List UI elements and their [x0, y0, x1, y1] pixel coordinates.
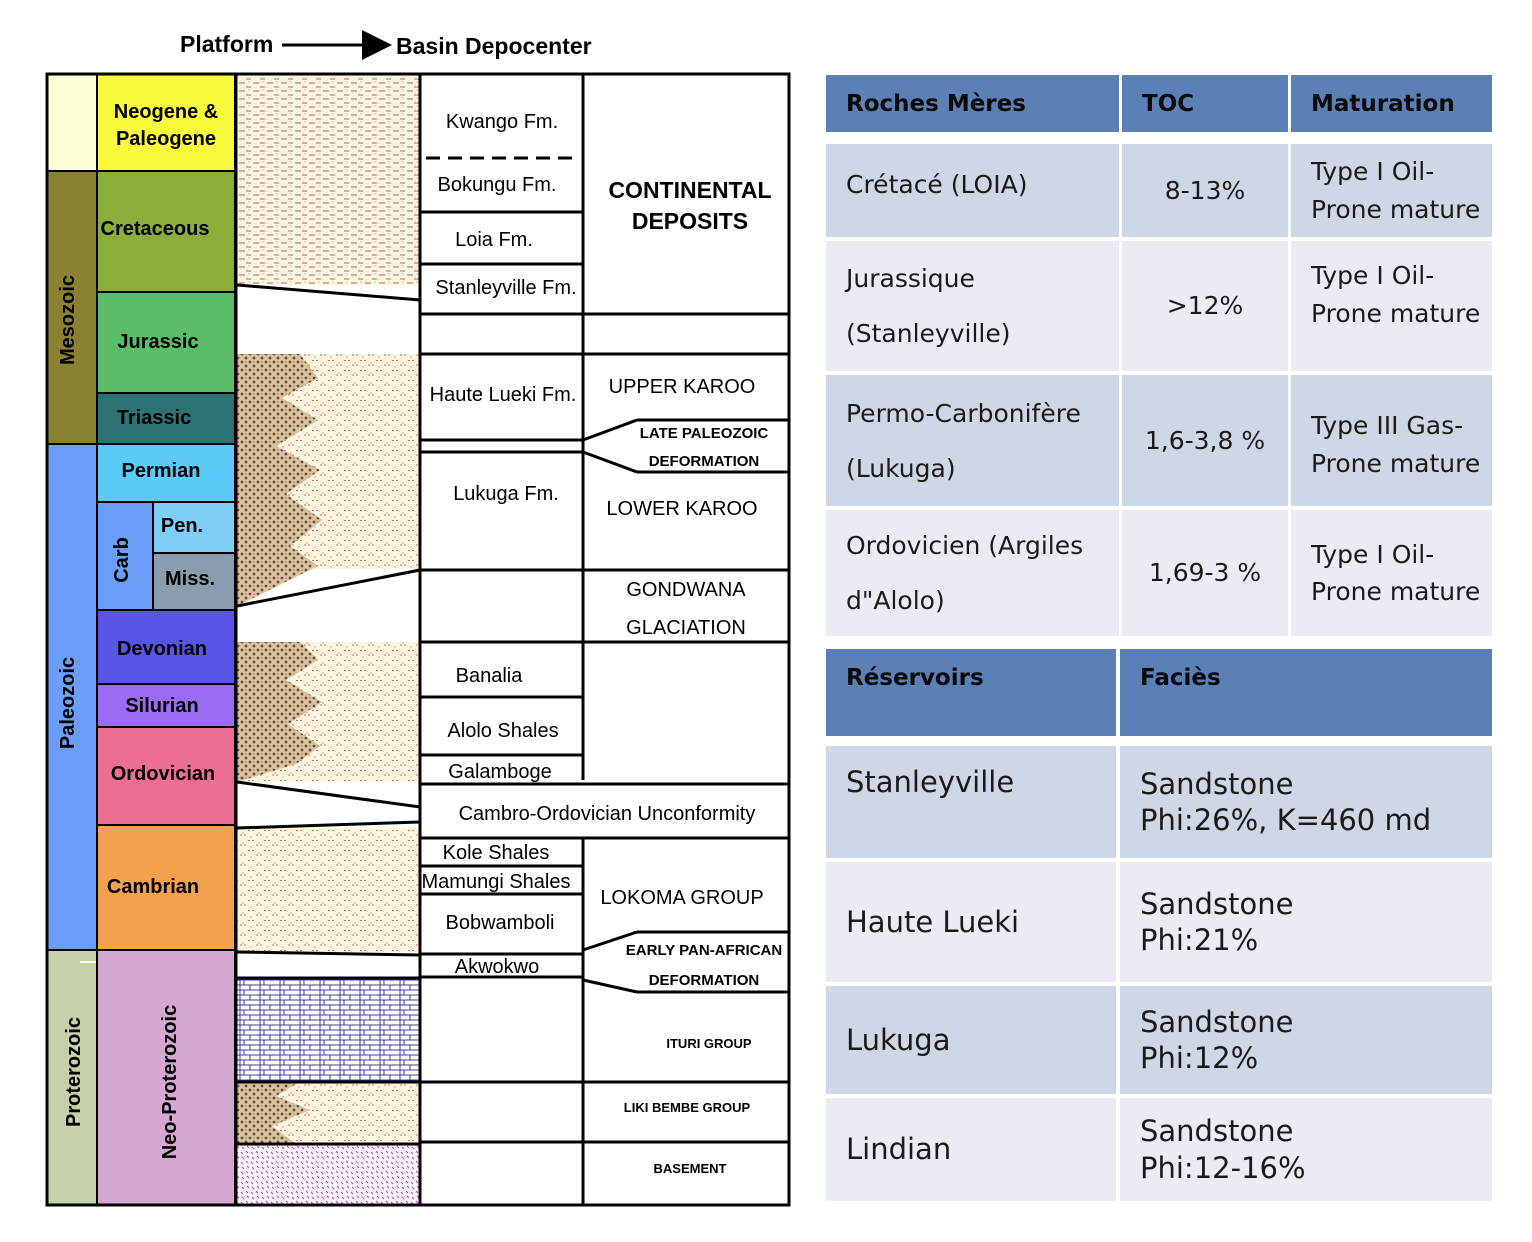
- formation-banalia: Banalia: [456, 665, 524, 687]
- source-rock-name: Permo-Carbonifère (Lukuga): [826, 375, 1119, 506]
- facies-lithology: Sandstone: [1140, 1114, 1294, 1149]
- period-triassic: Triassic: [117, 407, 192, 429]
- facies-lithology: Sandstone: [1140, 1004, 1294, 1039]
- period-jurassic: Jurassic: [117, 331, 198, 353]
- group-upper-karoo: UPPER KAROO: [609, 376, 756, 398]
- group-continental-2: DEPOSITS: [632, 208, 748, 234]
- lithology-column: [236, 74, 421, 1205]
- formation-lukuga: Lukuga Fm.: [453, 483, 559, 505]
- period-permian: Permian: [122, 460, 201, 482]
- facies-properties: Phi:21%: [1140, 923, 1259, 957]
- platform-label: Platform: [180, 31, 273, 57]
- event-early-panafrican-1: EARLY PAN-AFRICAN: [626, 942, 782, 959]
- period-cambrian: Cambrian: [107, 876, 199, 898]
- header-roches-meres: Roches Mères: [826, 75, 1119, 132]
- formation-bobwamboli: Bobwamboli: [446, 912, 555, 934]
- formation-alolo: Alolo Shales: [447, 720, 558, 742]
- group-liki-bembe: LIKI BEMBE GROUP: [624, 1100, 751, 1115]
- facies-properties: Phi:12%: [1140, 1041, 1259, 1075]
- source-rock-name: Jurassique (Stanleyville): [826, 241, 1119, 371]
- formation-akwokwo: Akwokwo: [455, 956, 539, 978]
- event-gondwana-1: GONDWANA: [626, 579, 746, 601]
- formation-boundaries: [420, 156, 789, 1144]
- group-labels: CONTINENTAL DEPOSITS UPPER KAROO LATE PA…: [600, 177, 782, 1176]
- formation-bokungu: Bokungu Fm.: [438, 174, 557, 196]
- era-proterozoic: Proterozoic: [63, 1017, 85, 1127]
- event-late-paleozoic-2: DEFORMATION: [649, 453, 760, 470]
- reservoir-facies: Sandstone Phi:21%: [1120, 862, 1492, 982]
- reservoir-facies: Sandstone Phi:12%: [1120, 986, 1492, 1094]
- era-mesozoic: Mesozoic: [57, 275, 79, 365]
- period-ordovician: Ordovician: [111, 763, 215, 785]
- facies-lithology: Sandstone: [1140, 886, 1294, 921]
- source-rock-maturation: Type I Oil-Prone mature: [1291, 510, 1492, 636]
- source-rock-maturation: Type I Oil-Prone mature: [1291, 241, 1492, 371]
- source-rock-toc: 1,6-3,8 %: [1122, 375, 1288, 506]
- period-devonian: Devonian: [117, 638, 207, 660]
- facies-lithology: Sandstone: [1140, 766, 1294, 801]
- period-silurian: Silurian: [125, 695, 198, 717]
- header-reservoirs: Réservoirs: [826, 649, 1116, 736]
- period-neoproterozoic: Neo-Proterozoic: [159, 1005, 181, 1159]
- formation-unconformity: Cambro-Ordovician Unconformity: [459, 803, 756, 825]
- formation-labels: Kwango Fm. Bokungu Fm. Loia Fm. Stanleyv…: [422, 111, 756, 978]
- reservoir-name: Stanleyville: [826, 746, 1116, 858]
- period-neogene: Neogene &Paleogene: [114, 101, 218, 150]
- header-maturation: Maturation: [1291, 75, 1492, 132]
- reservoir-facies: Sandstone Phi:12-16%: [1120, 1098, 1492, 1201]
- formation-mamungi: Mamungi Shales: [422, 871, 571, 893]
- formation-stanleyville: Stanleyville Fm.: [435, 277, 576, 299]
- period-carb: Carb: [111, 537, 133, 583]
- facies-properties: Phi:26%, K=460 md: [1140, 803, 1432, 837]
- reservoir-facies: Sandstone Phi:26%, K=460 md: [1120, 746, 1492, 858]
- reservoir-name: Lukuga: [826, 986, 1116, 1094]
- period-miss: Miss.: [165, 568, 215, 590]
- facies-properties: Phi:12-16%: [1140, 1150, 1306, 1185]
- source-rock-toc: >12%: [1122, 241, 1288, 371]
- group-lokoma: LOKOMA GROUP: [600, 887, 763, 909]
- event-gondwana-2: GLACIATION: [626, 617, 746, 639]
- formation-kole: Kole Shales: [443, 842, 550, 864]
- basin-depocenter-label: Basin Depocenter: [396, 33, 592, 59]
- reservoir-name: Haute Lueki: [826, 862, 1116, 982]
- group-ituri: ITURI GROUP: [666, 1036, 752, 1051]
- formation-galamboge: Galamboge: [448, 761, 551, 783]
- header-toc: TOC: [1122, 75, 1288, 132]
- source-rock-toc: 8-13%: [1122, 144, 1288, 237]
- era-column: Mesozoic Paleozoic Proterozoic: [46, 73, 98, 1206]
- event-late-paleozoic-1: LATE PALEOZOIC: [640, 425, 769, 442]
- period-column: Neogene &Paleogene Cretaceous Jurassic T…: [96, 73, 236, 1206]
- header-facies: Faciès: [1120, 649, 1492, 736]
- group-continental-1: CONTINENTAL: [608, 177, 771, 203]
- group-basement: BASEMENT: [654, 1161, 727, 1176]
- formation-loia: Loia Fm.: [455, 229, 533, 251]
- era-paleozoic: Paleozoic: [57, 657, 79, 749]
- event-early-panafrican-2: DEFORMATION: [649, 972, 760, 989]
- period-pen: Pen.: [161, 515, 203, 537]
- period-cretaceous: Cretaceous: [101, 218, 210, 240]
- reservoir-name: Lindian: [826, 1098, 1116, 1201]
- source-rock-maturation: Type III Gas-Prone mature: [1291, 375, 1492, 506]
- source-rock-toc: 1,69-3 %: [1122, 510, 1288, 636]
- source-rock-name: Crétacé (LOIA): [826, 144, 1119, 237]
- source-rock-maturation: Type I Oil-Prone mature: [1291, 144, 1492, 237]
- group-lower-karoo: LOWER KAROO: [606, 498, 757, 520]
- source-rock-name: Ordovicien (Argiles d"Alolo): [826, 510, 1119, 636]
- formation-kwango: Kwango Fm.: [446, 111, 558, 133]
- formation-haute-lueki: Haute Lueki Fm.: [430, 384, 577, 406]
